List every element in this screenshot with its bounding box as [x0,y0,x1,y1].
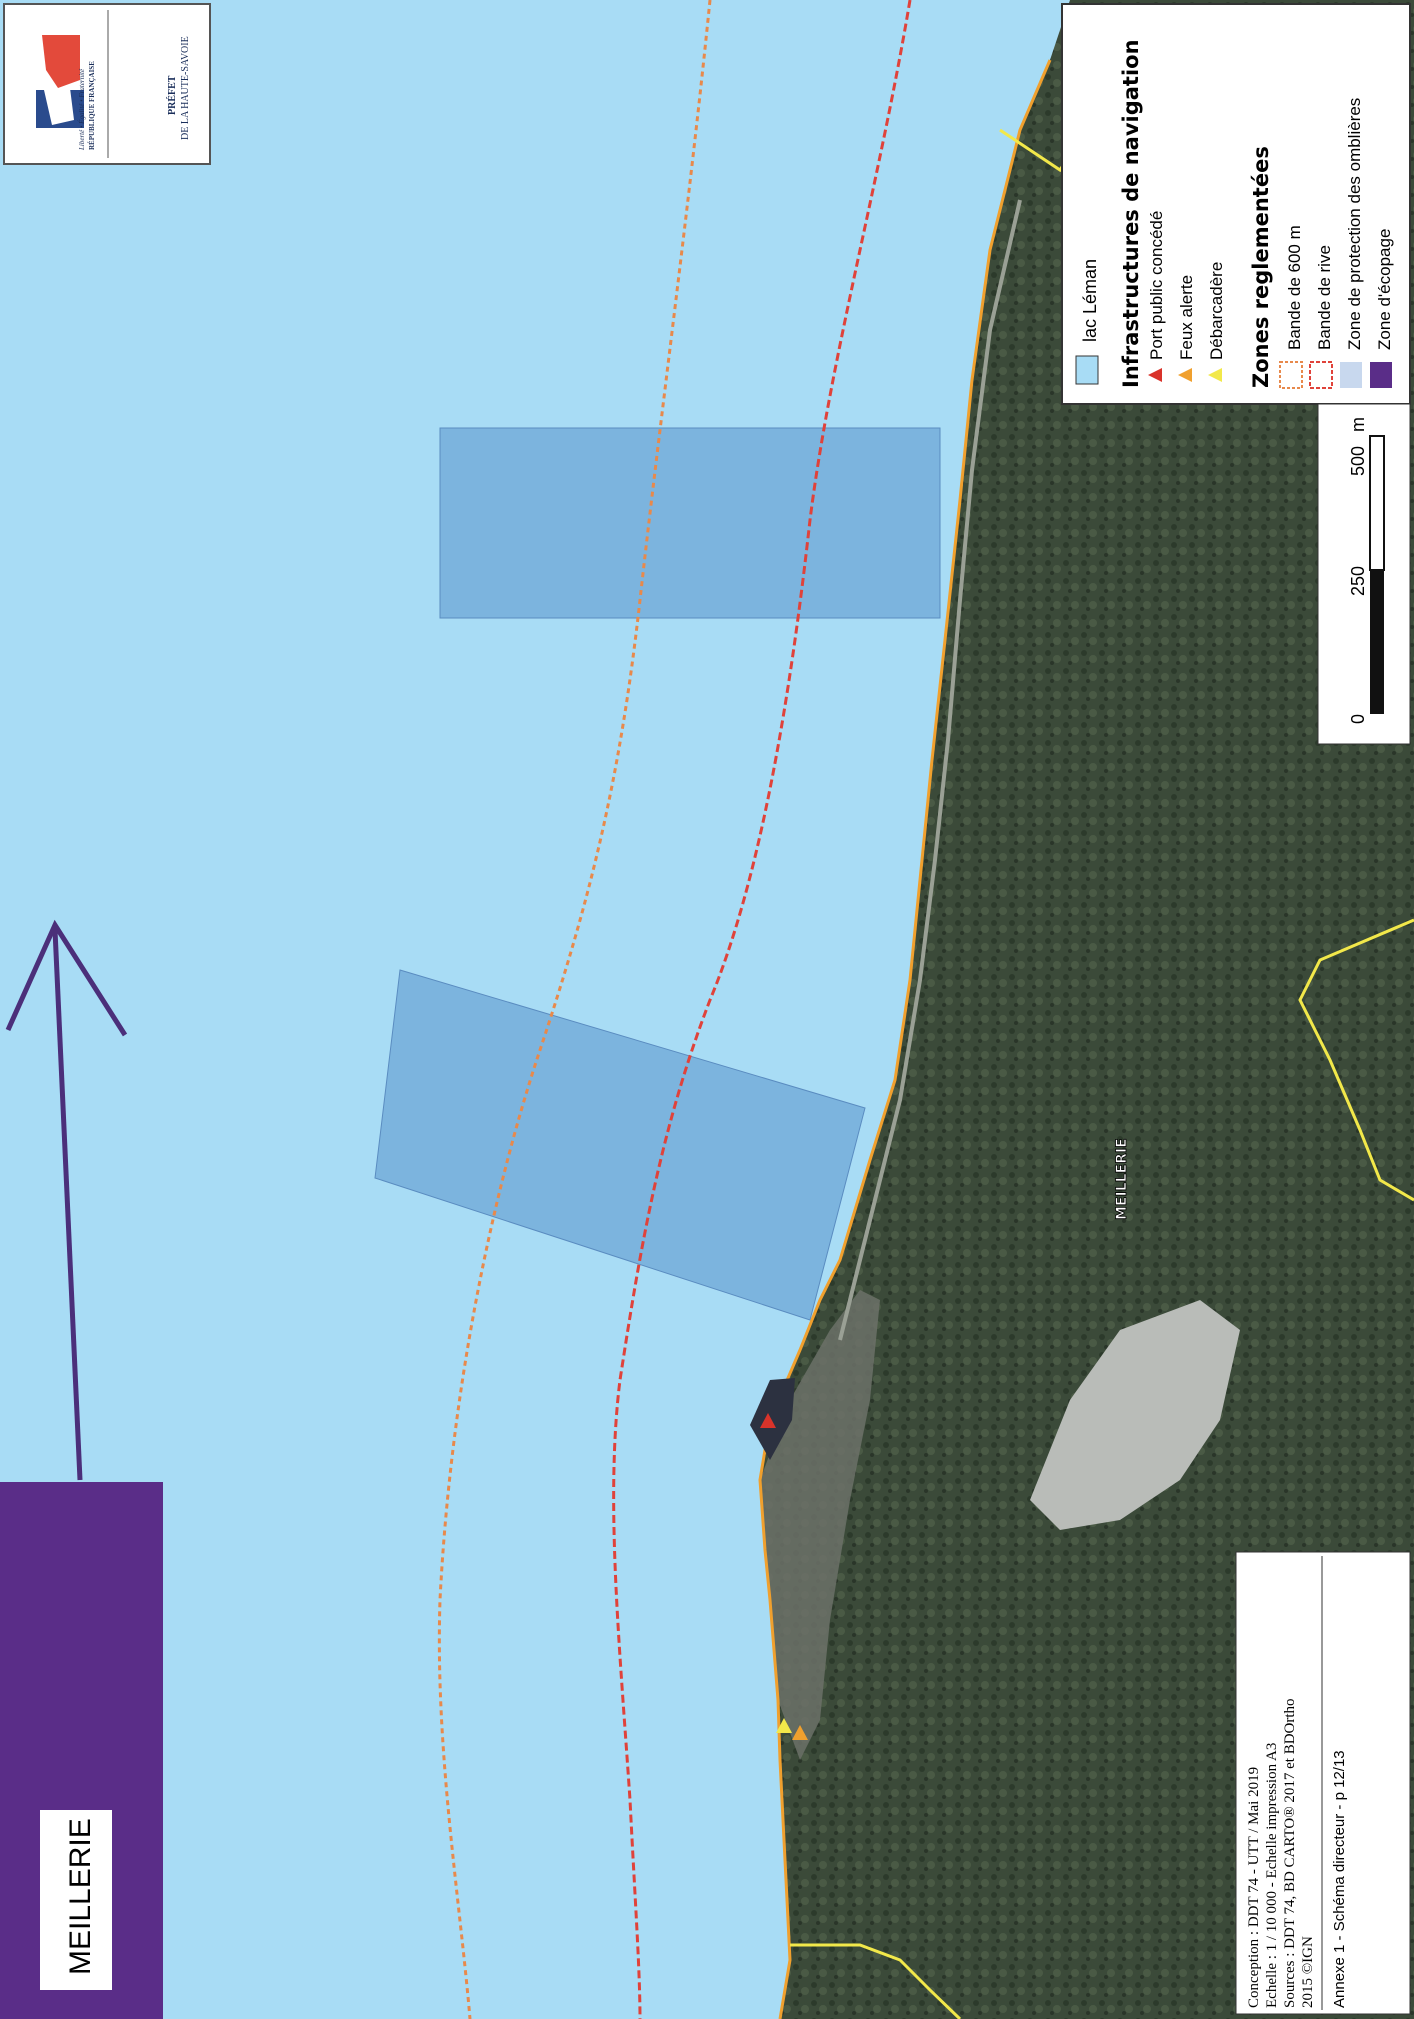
logo-brand-text-2: RÉPUBLIQUE FRANÇAISE [88,61,96,150]
quarry-area [1030,1300,1240,1530]
legend-ombliere-swatch [1340,362,1362,388]
legend-debarcadere-symbol [1208,368,1222,382]
debarcadere-symbol[interactable] [776,1718,792,1733]
shore-road [838,199,1022,1341]
logo-brand-text-1: Liberté • Égalité • Fraternité [78,68,86,151]
legend-lake-label: lac Léman [1080,259,1100,342]
legend-band-600-swatch [1279,361,1303,389]
legend-feux-label: Feux alerte [1177,275,1196,360]
legend-section-zones: Zones reglementées [1249,146,1273,388]
scale-tick-250: 250 [1348,566,1368,596]
legend-ombliere-label: Zone de protection des omblières [1345,98,1364,350]
place-label-meillerie: MEILLERIE [1114,1138,1130,1220]
scale-bar-white-segment [1369,435,1385,571]
credits-line-5: Annexe 1 - Schéma directeur - p 12/13 [1331,1750,1348,2008]
ombliere-protection-zone-west [374,969,866,1321]
credits-line-1: Conception : DDT 74 - UTT / Mai 2019 [1246,1767,1262,2008]
legend-debarcadere-label: Débarcadère [1207,262,1226,360]
credits-line-4: 2015 ©IGN [1300,1936,1316,2008]
credits-line-3: Sources : DDT 74, BD CARTO® 2017 et BDOr… [1282,1698,1298,2008]
legend-band-rive-label: Bande de rive [1315,245,1334,350]
legend: lac Léman Infrastructures de navigation … [1061,3,1411,405]
logo-prefet-line-2: DE LA HAUTE-SAVOIE [180,36,191,140]
legend-ecopage-label: Zone d'écopage [1375,229,1394,350]
legend-band-600-label: Bande de 600 m [1285,225,1304,350]
port-public-concede-symbol[interactable] [760,1413,776,1428]
legend-port-symbol [1148,368,1162,382]
zone-title: MEILLERIE [64,1818,97,1975]
zone-title-box [40,1810,112,1990]
scale-tick-500: 500 [1348,446,1368,476]
legend-feux-symbol [1178,368,1192,382]
scale-tick-0: 0 [1348,714,1368,724]
scale-bar-black-segment [1370,570,1384,714]
shoreline [758,59,1052,2019]
bande-de-rive-limit [612,0,912,2019]
land-area-forest [760,0,1414,2019]
legend-ecopage-swatch [1370,362,1392,388]
port-basin [750,1378,795,1460]
marianne-logo [36,35,84,128]
direction-arrow [5,919,128,1481]
prefet-logo-block: Liberté • Égalité • Fraternité RÉPUBLIQU… [3,3,211,165]
legend-port-label: Port public concédé [1147,211,1166,360]
scale-unit: m [1348,417,1368,432]
commune-boundary-south [790,1943,962,2019]
scale-bar: 0 250 500 m [1317,403,1411,745]
credits-line-2: Echelle : 1 / 10 000 - Echelle impressio… [1264,1743,1280,2008]
feux-alerte-symbol[interactable] [792,1725,808,1740]
band-600m-limit [437,0,712,2019]
legend-lake-swatch [1075,355,1099,385]
logo-prefet-line-1: PRÉFET [166,75,178,115]
legend-section-infra: Infrastructures de navigation [1119,39,1143,388]
commune-boundary-center [1298,918,1414,1202]
credits-block: Conception : DDT 74 - UTT / Mai 2019 Ech… [1235,1551,1411,2015]
ombliere-protection-zone-east [439,427,941,619]
